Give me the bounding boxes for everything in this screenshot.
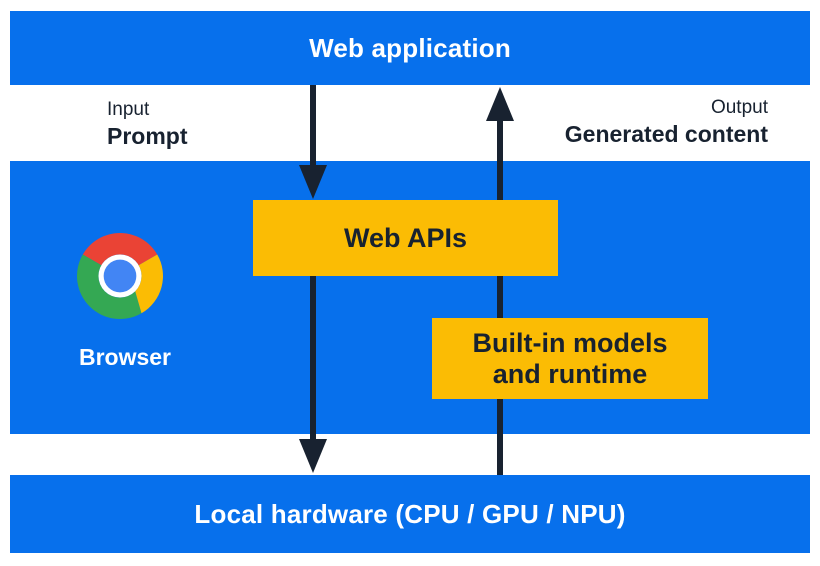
browser-label: Browser bbox=[78, 344, 172, 370]
arrow-down-webapp-to-webapis-head bbox=[299, 165, 327, 199]
web-apis-box: Web APIs bbox=[253, 200, 558, 276]
arrow-up-hardware-to-webapp-line bbox=[497, 121, 503, 475]
input-label-group: Input Prompt bbox=[107, 98, 188, 150]
builtin-models-label-line2: and runtime bbox=[492, 358, 648, 389]
web-application-bar: Web application bbox=[10, 11, 810, 85]
web-application-label: Web application bbox=[309, 32, 511, 63]
arrow-down-webapis-to-hardware-head bbox=[299, 439, 327, 473]
arrow-down-webapis-to-hardware-line bbox=[310, 276, 316, 440]
builtin-models-label-line1: Built-in models bbox=[472, 327, 668, 358]
output-label-group: Output Generated content bbox=[565, 96, 768, 148]
chrome-logo-icon bbox=[77, 233, 163, 319]
builtin-models-box: Built-in models and runtime bbox=[432, 318, 708, 399]
input-caption: Input bbox=[107, 99, 150, 120]
arrow-up-hardware-to-webapp-head bbox=[486, 87, 514, 121]
local-hardware-bar: Local hardware (CPU / GPU / NPU) bbox=[10, 475, 810, 553]
output-value-label: Generated content bbox=[564, 121, 768, 147]
output-caption: Output bbox=[710, 97, 768, 118]
arrow-down-webapp-to-webapis-line bbox=[310, 85, 316, 166]
local-hardware-label: Local hardware (CPU / GPU / NPU) bbox=[194, 498, 626, 529]
web-apis-label: Web APIs bbox=[343, 222, 468, 253]
input-value-label: Prompt bbox=[107, 123, 188, 149]
